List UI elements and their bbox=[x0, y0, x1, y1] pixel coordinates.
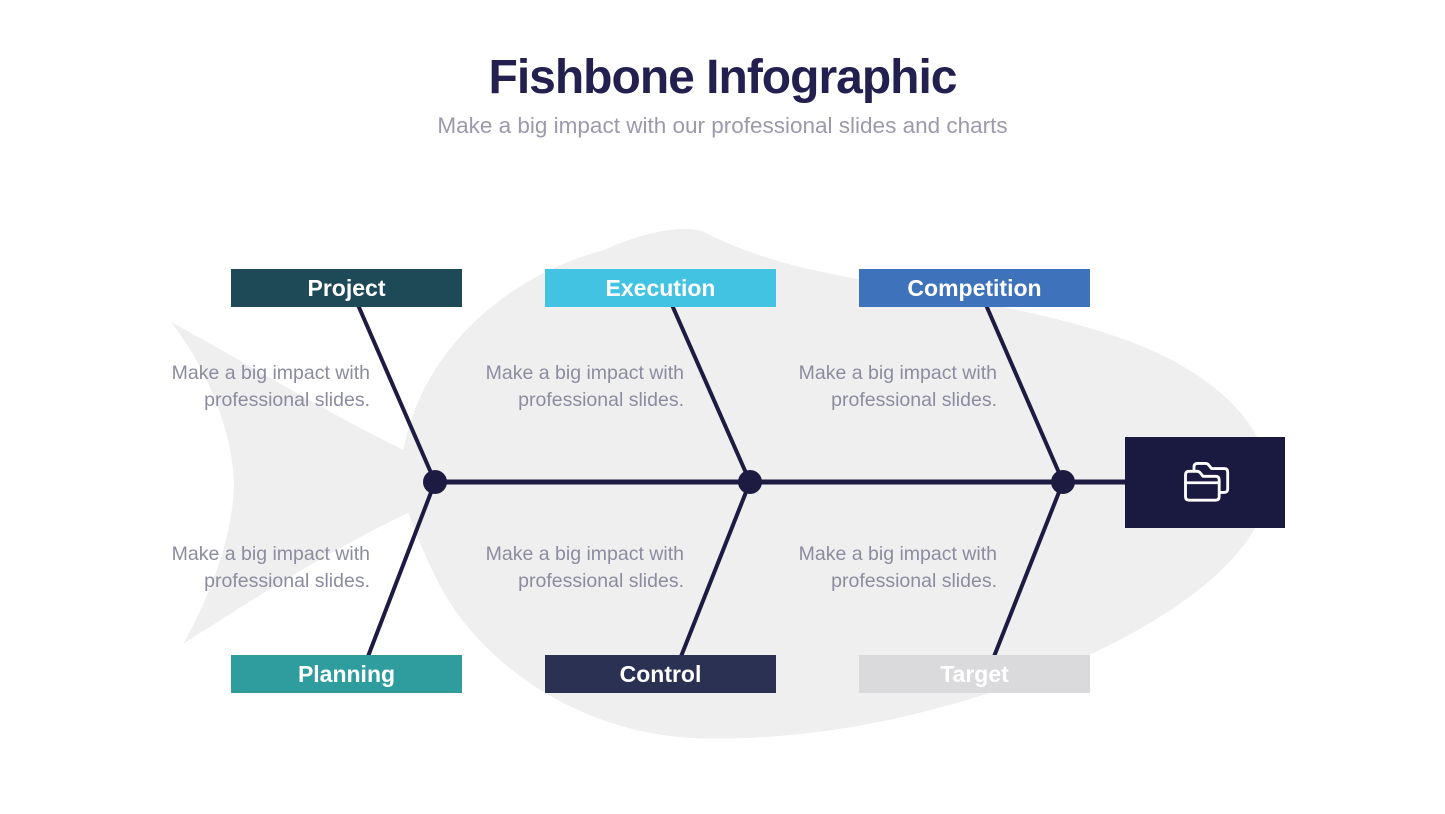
description-line: Make a big impact with bbox=[485, 362, 684, 384]
description-line: professional slides. bbox=[204, 388, 370, 411]
node-3 bbox=[1051, 470, 1075, 494]
description-line: Make a big impact with bbox=[171, 362, 370, 384]
bone-execution bbox=[670, 304, 752, 483]
folders-icon bbox=[1184, 462, 1230, 502]
category-label-project: Project bbox=[231, 269, 462, 307]
description-line: professional slides. bbox=[204, 569, 370, 592]
category-label-control: Control bbox=[545, 655, 776, 693]
node-2 bbox=[738, 470, 762, 494]
description-planning: Make a big impact with professional slid… bbox=[138, 541, 370, 594]
fish-tail-silhouette bbox=[171, 322, 423, 644]
bone-competition bbox=[984, 304, 1065, 483]
head-box bbox=[1125, 437, 1285, 528]
description-line: Make a big impact with bbox=[798, 543, 997, 565]
description-line: Make a big impact with bbox=[798, 362, 997, 384]
page-subtitle: Make a big impact with our professional … bbox=[437, 113, 1008, 138]
category-label-target: Target bbox=[859, 655, 1090, 693]
description-project: Make a big impact with professional slid… bbox=[138, 360, 370, 413]
bone-target bbox=[991, 481, 1065, 660]
description-line: Make a big impact with bbox=[485, 543, 684, 565]
description-control: Make a big impact with professional slid… bbox=[452, 541, 684, 594]
page-title: Fishbone Infographic bbox=[488, 51, 958, 104]
description-line: Make a big impact with bbox=[171, 543, 370, 565]
description-line: professional slides. bbox=[831, 388, 997, 411]
category-label-execution: Execution bbox=[545, 269, 776, 307]
category-label-competition: Competition bbox=[859, 269, 1090, 307]
description-execution: Make a big impact with professional slid… bbox=[452, 360, 684, 413]
node-1 bbox=[423, 470, 447, 494]
description-competition: Make a big impact with professional slid… bbox=[765, 360, 997, 413]
description-line: professional slides. bbox=[831, 569, 997, 592]
bone-planning bbox=[365, 481, 437, 660]
bone-control bbox=[678, 481, 752, 660]
category-label-planning: Planning bbox=[231, 655, 462, 693]
description-line: professional slides. bbox=[518, 388, 684, 411]
bone-project bbox=[356, 304, 437, 483]
description-line: professional slides. bbox=[518, 569, 684, 592]
description-target: Make a big impact with professional slid… bbox=[765, 541, 997, 594]
